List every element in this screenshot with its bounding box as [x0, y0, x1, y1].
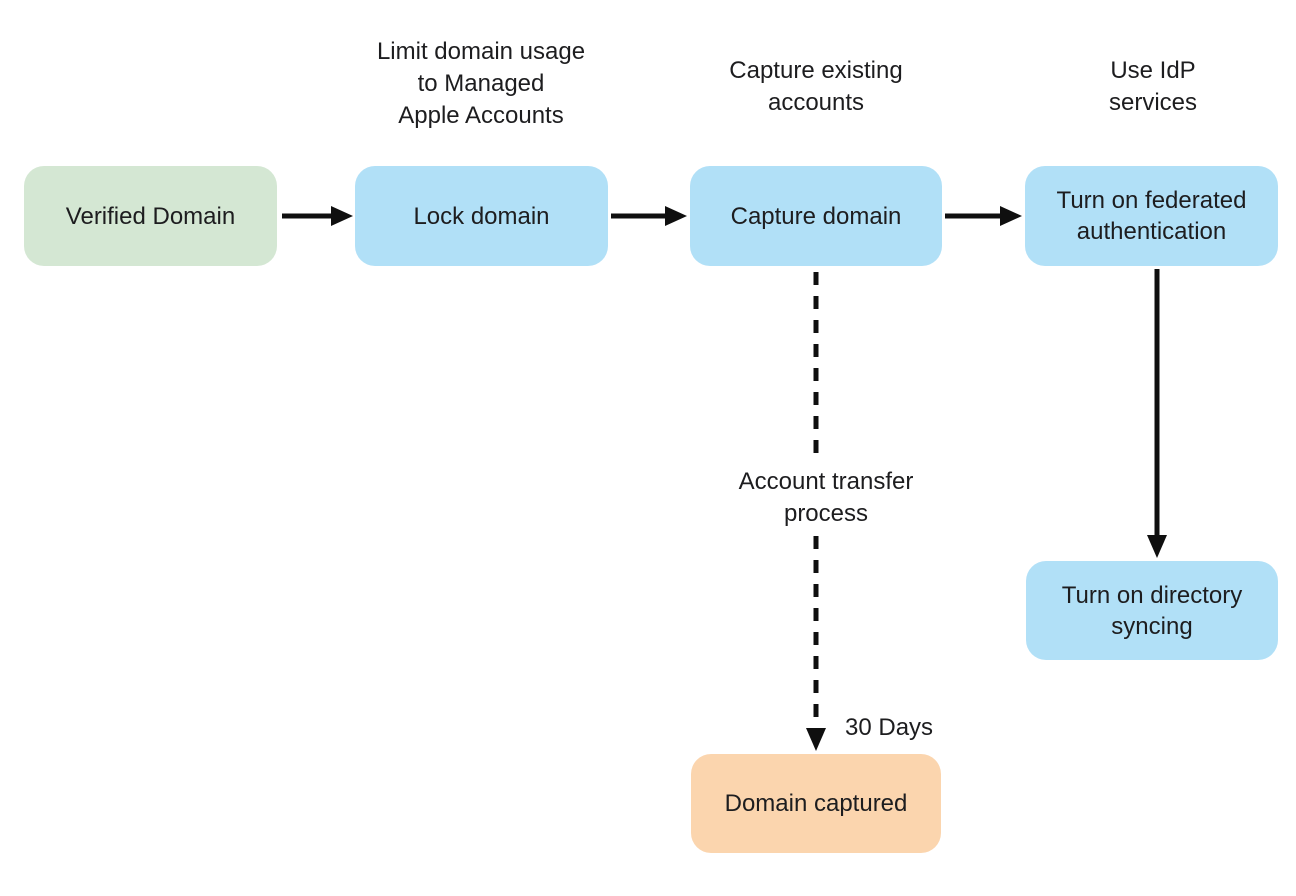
annotation-30-days: 30 Days: [845, 714, 934, 741]
arrowhead-capture-to-federated: [1000, 206, 1022, 226]
node-domain-captured: Domain captured: [691, 754, 941, 853]
arrowhead-lock-to-capture: [665, 206, 687, 226]
arrowhead-verified-to-lock: [331, 206, 353, 226]
node-verified-domain: Verified Domain: [24, 166, 277, 266]
edge-verified-to-lock: [282, 206, 353, 226]
node-turn-on-directory-syncing-label: Turn on directory syncing: [1061, 581, 1243, 640]
annotation-limit-domain-usage: Limit domain usage to Managed Apple Acco…: [376, 38, 586, 129]
annotation-capture-existing-accounts: Capture existing accounts: [729, 57, 903, 116]
edge-federated-to-syncing: [1147, 269, 1167, 558]
edge-lock-to-capture: [611, 206, 687, 226]
annotation-use-idp-services: Use IdP services: [1108, 57, 1198, 116]
node-verified-domain-label: Verified Domain: [65, 202, 236, 230]
arrowhead-federated-to-syncing: [1147, 535, 1167, 558]
edge-capture-to-federated: [945, 206, 1022, 226]
node-lock-domain: Lock domain: [355, 166, 608, 266]
node-turn-on-directory-syncing: Turn on directory syncing: [1026, 561, 1278, 660]
node-turn-on-federated-authentication-label: Turn on federated authentication: [1056, 187, 1247, 245]
annotation-account-transfer-process: Account transfer process: [666, 460, 986, 536]
node-turn-on-federated-authentication: Turn on federated authentication: [1025, 166, 1278, 266]
node-capture-domain-label: Capture domain: [730, 202, 902, 230]
node-capture-domain: Capture domain: [690, 166, 942, 266]
node-lock-domain-label: Lock domain: [413, 202, 550, 230]
node-domain-captured-label: Domain captured: [724, 790, 908, 817]
arrowhead-capture-to-captured: [806, 728, 826, 751]
